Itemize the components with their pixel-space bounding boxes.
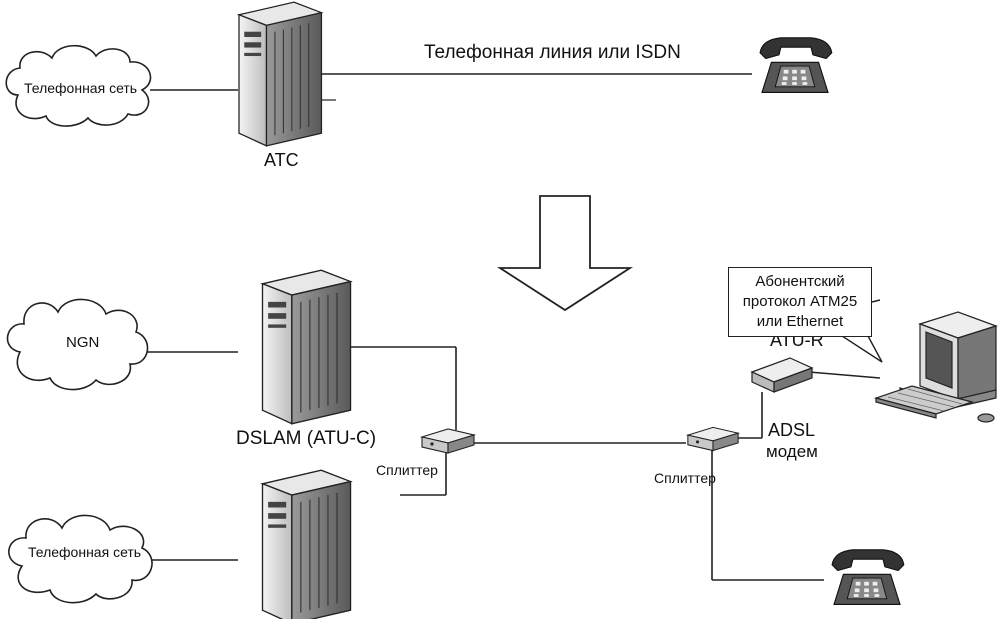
ats-label: АТС: [264, 150, 299, 170]
cloud-icon-bottom: [8, 514, 153, 604]
protocol-line-2: протокол ATM25: [742, 293, 858, 310]
splitter-icon-right: [687, 426, 739, 452]
cloud-icon-top: [5, 44, 152, 127]
protocol-line-1: Абонентский: [755, 273, 845, 290]
cloud-label-bottom: Телефонная сеть: [28, 544, 142, 560]
dslam-server-icon: [261, 269, 352, 425]
telephone-icon-top: [759, 37, 833, 94]
splitter-left-label: Сплиттер: [376, 462, 438, 478]
connection-lines: [130, 73, 881, 581]
modem-icon: [750, 357, 814, 393]
cloud-label-top: Телефонная сеть: [24, 80, 138, 96]
protocol-callout: Абонентский протокол ATM25 или Ethernet: [728, 267, 872, 337]
protocol-line-3: или Ethernet: [756, 313, 844, 330]
cloud-icon-ngn: [6, 298, 149, 391]
splitter-right-label: Сплиттер: [654, 470, 716, 486]
computer-icon: [873, 311, 998, 423]
splitter-icon-left: [421, 428, 475, 454]
cloud-label-ngn: NGN: [66, 334, 100, 351]
pbx-server-icon: [261, 469, 352, 619]
adsl-modem-label-1: ADSL: [768, 420, 816, 440]
ats-server-icon: [238, 1, 323, 147]
telephone-icon-bottom: [831, 549, 905, 606]
callout-pointer: [839, 335, 883, 363]
phone-line-label: Телефонная линия или ISDN: [424, 42, 681, 63]
adsl-modem-label-2: модем: [766, 442, 818, 461]
down-arrow-icon: [496, 195, 634, 312]
dslam-label: DSLAM (ATU-C): [236, 428, 377, 449]
